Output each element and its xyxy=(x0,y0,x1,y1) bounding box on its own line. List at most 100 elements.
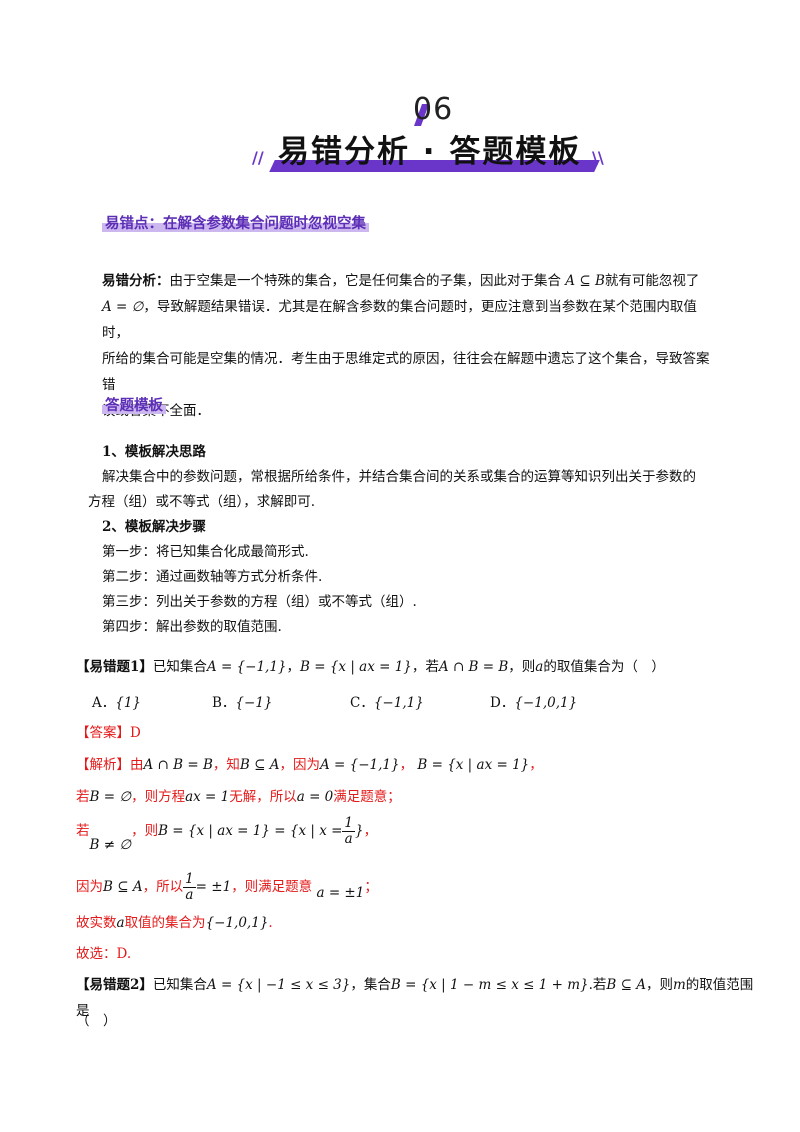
template-heading: 答题模板 xyxy=(102,394,166,415)
option-value: {1} xyxy=(115,695,142,711)
text: ，集合 xyxy=(350,977,391,993)
text: ，则 xyxy=(131,823,159,839)
math: B = {x | ax = 1} xyxy=(417,757,530,773)
section-1-title: 1、模板解决思路 xyxy=(102,444,206,460)
math: a xyxy=(535,659,544,675)
text: ， xyxy=(363,823,378,839)
section-2-title: 2、模板解决步骤 xyxy=(102,519,206,535)
analysis-line-1: 【解析】由A ∩ B = B，知B ⊆ A，因为A = {−1,1}， B = … xyxy=(76,752,543,778)
problem-1-tag: 【易错题1】 xyxy=(76,659,153,675)
analysis-tag: 【解析】 xyxy=(76,757,130,773)
analysis-choose: 故选：D. xyxy=(76,946,132,962)
error-analysis-line-1: 易错分析：由于空集是一个特殊的集合，它是任何集合的子集，因此对于集合 A ⊆ B… xyxy=(102,268,722,294)
math: {−1,0,1} xyxy=(205,915,269,931)
problem-1-option-a[interactable]: A．{1} xyxy=(92,690,141,716)
step-4: 第四步：解出参数的取值范围. xyxy=(102,619,282,635)
template-heading-text: 答题模板 xyxy=(102,398,166,414)
numerator: 1 xyxy=(183,871,196,888)
option-label: A． xyxy=(92,695,116,711)
step-1: 第一步：将已知集合化成最简形式. xyxy=(102,544,309,560)
error-analysis-line-2: A = ∅，导致解题结果错误．尤其是在解含参数的集合问题时，更应注意到当参数在某… xyxy=(102,294,722,346)
error-analysis-line-4: 误或答案不全面． xyxy=(102,398,722,424)
math: B ⊆ A xyxy=(606,977,646,993)
problem-2-answer-blank: （ ） xyxy=(76,1013,117,1029)
math: B ⊆ A xyxy=(239,757,280,773)
problem-1-option-d[interactable]: D．{−1,0,1} xyxy=(490,690,577,716)
text: 已知集合 xyxy=(152,977,207,993)
math: } xyxy=(355,823,364,839)
math: A = {x | −1 ≤ x ≤ 3} xyxy=(206,977,351,993)
section-1-line-2: 方程（组）或不等式（组），求解即可. xyxy=(88,494,316,510)
math: a = 0 xyxy=(296,789,334,805)
option-value: {−1} xyxy=(235,695,273,711)
math: A = ∅ xyxy=(102,299,144,315)
numerator: 1 xyxy=(342,815,355,832)
option-value: {−1,1} xyxy=(373,695,424,711)
text: ，导致解题结果错误．尤其是在解含参数的集合问题时，更应注意到当参数在某个范围内取… xyxy=(102,299,697,341)
text: ， xyxy=(399,757,414,773)
text: ，则方程 xyxy=(131,789,186,805)
analysis-line-2: 若B = ∅，则方程ax = 1无解，所以a = 0满足题意； xyxy=(76,784,401,810)
problem-1-option-b[interactable]: B．{−1} xyxy=(212,690,273,716)
text: . xyxy=(268,915,273,931)
text: 满足题意； xyxy=(333,789,401,805)
math: A = {−1,1} xyxy=(319,757,400,773)
text: 故实数 xyxy=(76,915,117,931)
text: 就有可能忽视了 xyxy=(604,273,700,289)
math: B = {x | ax = 1} = {x | x = xyxy=(158,823,343,839)
text: 因为 xyxy=(76,879,103,895)
text: ， xyxy=(529,757,543,773)
answer-tag: 【答案】 xyxy=(76,725,130,741)
template-content: 1、模板解决思路 解决集合中的参数问题，常根据所给条件，并结合集合间的关系或集合… xyxy=(88,440,722,640)
math: m xyxy=(672,977,686,993)
text: ，则 xyxy=(645,977,673,993)
math: B = {x | ax = 1} xyxy=(300,659,412,675)
text: 已知集合 xyxy=(152,659,207,675)
option-label: C． xyxy=(350,695,374,711)
error-point-heading: 易错点：在解含参数集合问题时忽视空集 xyxy=(102,212,369,233)
math: = ±1 xyxy=(195,879,232,895)
text: 由 xyxy=(130,757,144,773)
text: ，则 xyxy=(508,659,536,675)
analysis-line-5: 故实数a取值的集合为{−1,0,1}. xyxy=(76,910,273,936)
math: B = ∅ xyxy=(89,789,132,805)
error-point-heading-text: 易错点：在解含参数集合问题时忽视空集 xyxy=(102,216,369,232)
section-1-line-1: 解决集合中的参数问题，常根据所给条件，并结合集合间的关系或集合的运算等知识列出关… xyxy=(102,469,696,485)
problem-1-option-c[interactable]: C．{−1,1} xyxy=(350,690,424,716)
error-analysis-paragraph: 易错分析：由于空集是一个特殊的集合，它是任何集合的子集，因此对于集合 A ⊆ B… xyxy=(102,268,722,424)
option-label: B． xyxy=(212,695,236,711)
problem-2-tag: 【易错题2】 xyxy=(76,977,153,993)
text: 的取值范围是 xyxy=(76,977,754,1019)
math: a = ±1 xyxy=(316,885,365,901)
error-analysis-label: 易错分析： xyxy=(102,273,170,289)
step-2: 第二步：通过画数轴等方式分析条件. xyxy=(102,569,323,585)
text: 无解，所以 xyxy=(229,789,297,805)
problem-1-stem: 【易错题1】已知集合A = {−1,1}，B = {x | ax = 1}，若A… xyxy=(76,654,736,680)
math: A ∩ B = B xyxy=(143,757,213,773)
math: a xyxy=(116,915,125,931)
text: 的取值集合为（ ） xyxy=(543,659,665,675)
text: ， xyxy=(286,659,301,675)
math: A ∩ B = B xyxy=(438,659,509,675)
slash-decoration-left: // xyxy=(252,148,264,167)
text: ，因为 xyxy=(279,757,320,773)
problem-2-stem: 【易错题2】已知集合A = {x | −1 ≤ x ≤ 3}，集合B = {x … xyxy=(76,972,756,1024)
text: ，则满足题意 xyxy=(231,879,313,895)
text: ，所以 xyxy=(142,879,184,895)
problem-1-answer: 【答案】D xyxy=(76,720,141,746)
math: B = {x | 1 − m ≤ x ≤ 1 + m} xyxy=(390,977,589,993)
text: 由于空集是一个特殊的集合，它是任何集合的子集，因此对于集合 xyxy=(169,273,562,289)
text: ； xyxy=(364,879,378,895)
text: .若 xyxy=(588,977,607,993)
denominator: a xyxy=(344,831,353,847)
text: 取值的集合为 xyxy=(124,915,206,931)
answer-value: D xyxy=(130,725,141,741)
math: A = {−1,1} xyxy=(206,659,287,675)
option-value: {−1,0,1} xyxy=(514,695,578,711)
error-analysis-line-3: 所给的集合可能是空集的情况．考生由于思维定式的原因，往往会在解题中遗忘了这个集合… xyxy=(102,351,710,393)
step-3: 第三步：列出关于参数的方程（组）或不等式（组）. xyxy=(102,594,417,610)
